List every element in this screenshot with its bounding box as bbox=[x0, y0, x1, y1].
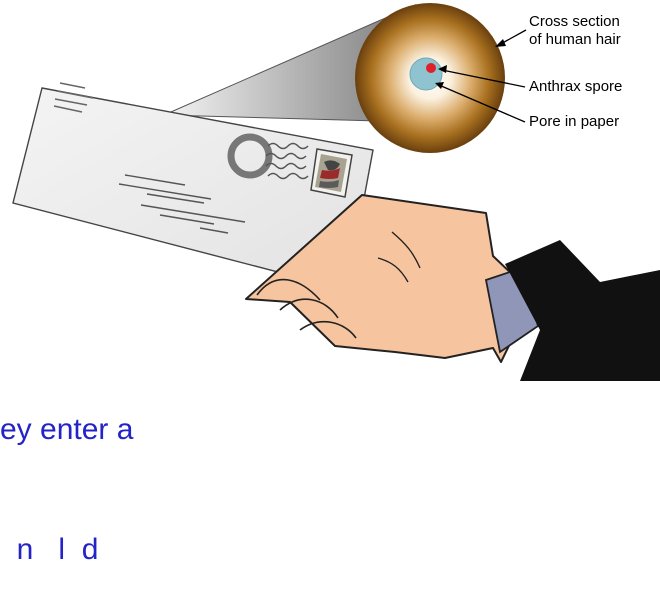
label-hair-line1: Cross section bbox=[529, 13, 620, 30]
return-address-lines bbox=[53, 82, 94, 113]
cancellation-waves bbox=[265, 142, 309, 180]
caption-line-1: ey enter a bbox=[0, 413, 134, 446]
label-anthrax-spore: Anthrax spore bbox=[529, 78, 623, 95]
address-lines bbox=[118, 174, 246, 234]
postmark-icon bbox=[227, 133, 273, 179]
anthrax-envelope-illustration bbox=[12, 3, 660, 381]
label-hair-line2: of human hair bbox=[529, 31, 621, 48]
caption-line-2: n l d bbox=[0, 533, 99, 566]
jacket-sleeve bbox=[505, 240, 660, 381]
label-pore-in-paper: Pore in paper bbox=[529, 113, 620, 130]
callout-leaders bbox=[435, 29, 527, 123]
anthrax-spore bbox=[426, 63, 436, 73]
flag-stamp-icon bbox=[310, 148, 353, 198]
envelope bbox=[12, 82, 374, 291]
label-hair-cross-section: Cross section of human hair bbox=[529, 13, 621, 49]
hand bbox=[245, 194, 525, 363]
